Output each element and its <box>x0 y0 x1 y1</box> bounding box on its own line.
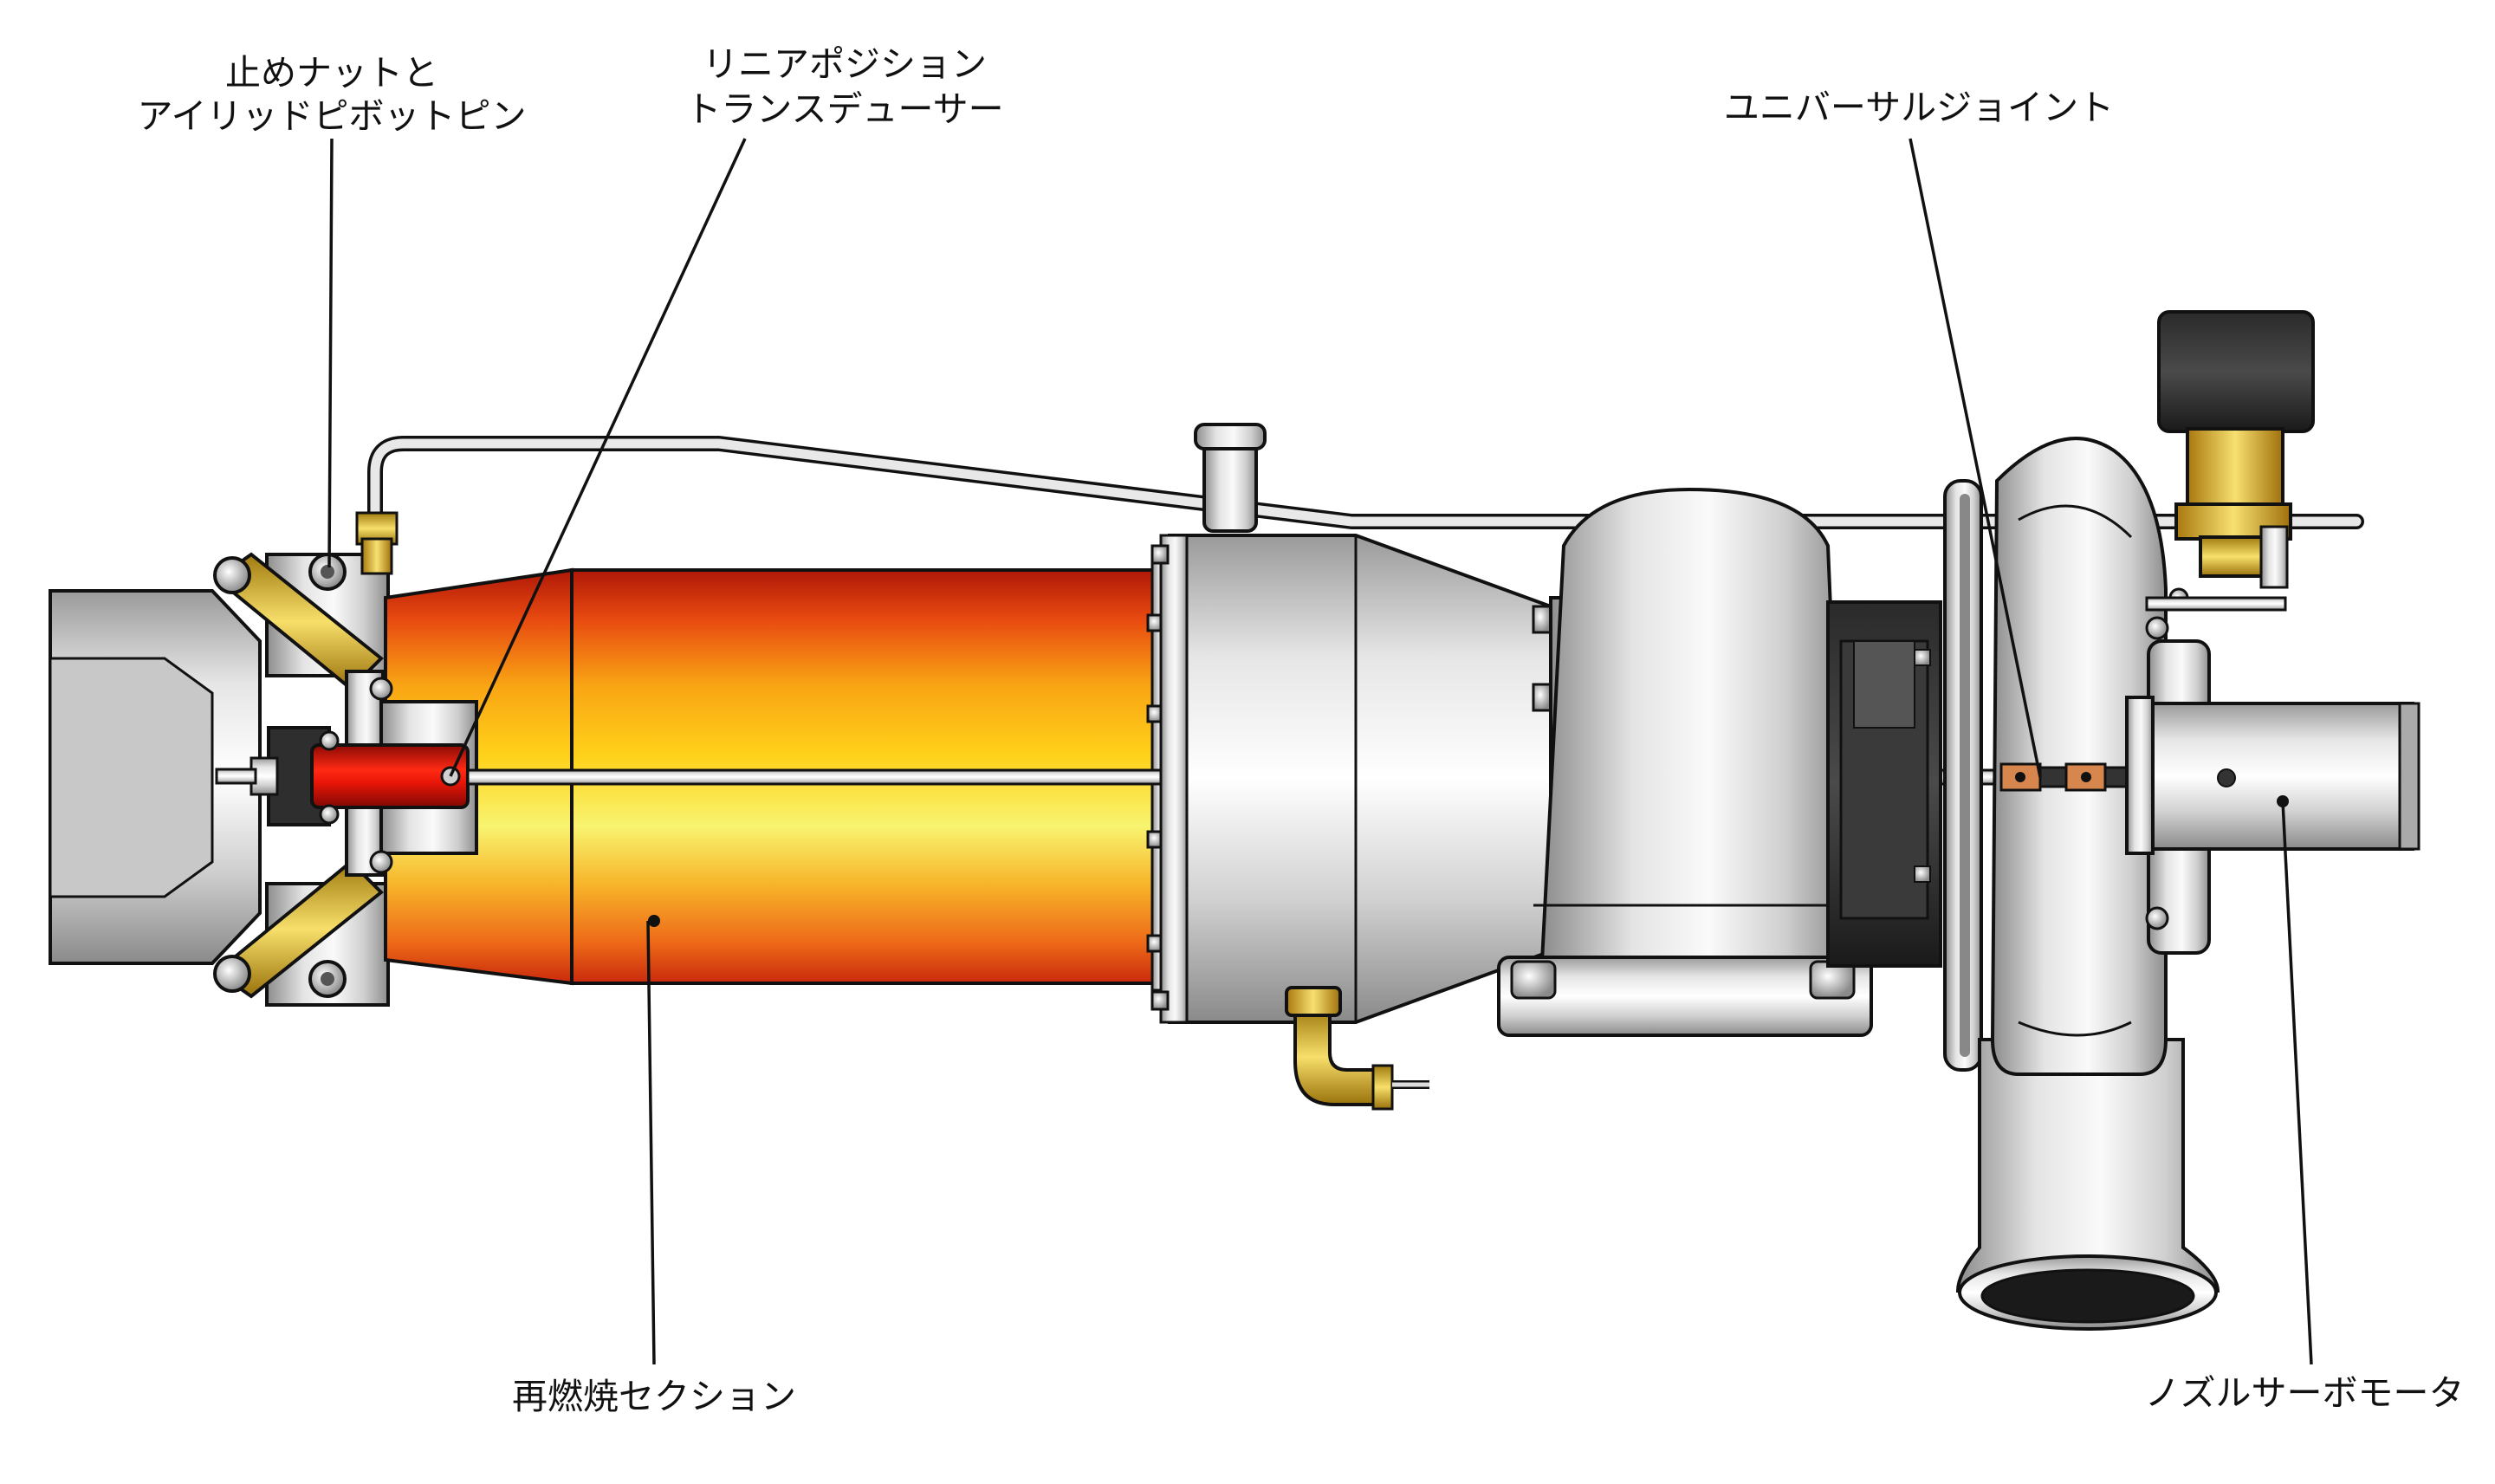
fuel-line <box>355 436 2364 575</box>
leader-lines <box>327 138 2313 1365</box>
universal-joint <box>1999 762 2133 792</box>
lpt-label-line2: トランスデューサー <box>685 88 1003 130</box>
compressor-volute <box>1943 437 2220 1331</box>
stop-nut-label-line2: アイリッドピボットピン <box>138 95 527 137</box>
universal-joint-label: ユニバーサルジョイント <box>1724 87 2114 128</box>
stop-nut-label-line1: 止めナットと <box>225 52 438 94</box>
linear-position-transducer <box>215 670 478 877</box>
nozzle-servo-motor <box>2125 696 2420 855</box>
lpt-label-line1: リニアポジション <box>703 43 987 85</box>
nozzle-servo-label: ノズルサーボモータ <box>2145 1372 2465 1414</box>
solenoid-valve <box>2145 310 2315 612</box>
turbine-housing <box>1497 487 1873 1037</box>
exhaust-nozzle-assembly <box>49 552 390 1007</box>
afterburner-label: 再燃焼セクション <box>512 1376 796 1417</box>
combustion-chamber <box>1150 423 1552 1111</box>
bearing-block <box>1826 600 1942 968</box>
